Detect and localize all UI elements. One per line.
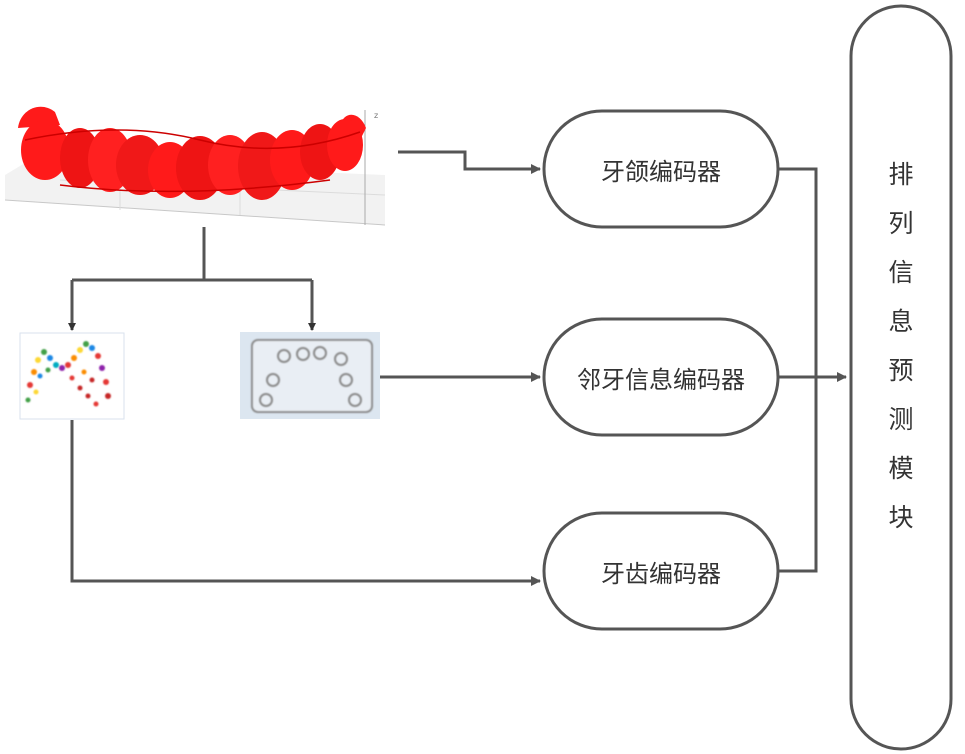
module-char: 息 [888,307,914,336]
prediction-module-label: 排 列 信 息 预 测 模 块 [851,150,951,542]
module-char: 块 [888,503,914,532]
arrow-point-cloud-to-tooth-encoder [70,420,541,586]
module-char: 信 [888,258,914,287]
module-char: 模 [888,454,914,483]
arrow-arch-to-jaw-encoder [398,150,541,174]
module-char: 测 [888,405,914,434]
tooth-encoder-label: 牙齿编码器 [601,559,721,588]
connectors [68,150,847,586]
module-char: 列 [888,209,914,238]
svg-text:z: z [374,111,378,120]
prediction-module-box [849,4,953,751]
neighbor-encoder-label: 邻牙信息编码器 [577,365,745,394]
tooth-encoder-box [542,511,780,631]
jaw-encoder-box [542,109,780,229]
module-char: 预 [888,356,914,385]
line-jaw-encoder-out [778,167,818,573]
module-char: 排 [888,160,914,189]
dental-arch-image: z [4,106,386,226]
encoder-nodes [542,4,953,751]
point-cloud-thumbnail [19,332,125,420]
jaw-encoder-label: 牙颌编码器 [601,157,721,186]
neighbor-teeth-thumbnail [240,332,380,419]
neighbor-encoder-box [542,317,780,437]
